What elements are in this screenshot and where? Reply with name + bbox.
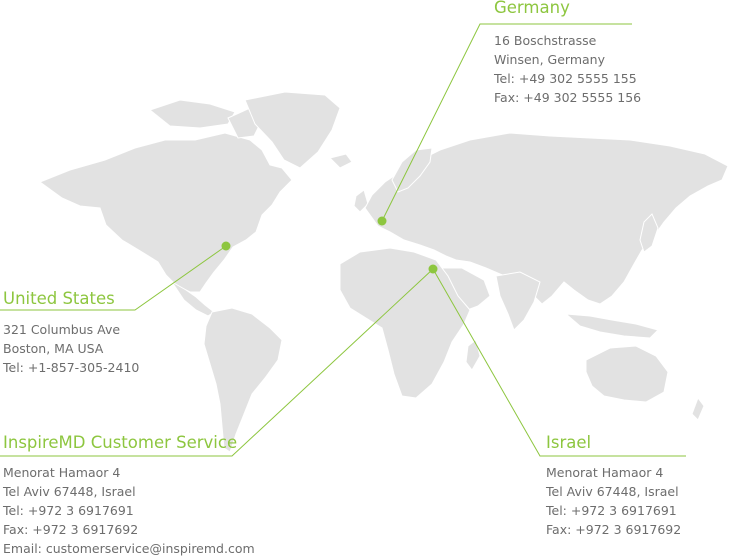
office-united-states: United States 321 Columbus Ave Boston, M… — [3, 289, 139, 377]
leader-line-customer-service — [0, 268, 434, 457]
land-eurasia — [364, 132, 729, 305]
address-line: 321 Columbus Ave — [3, 322, 121, 337]
leader-line-israel — [432, 268, 686, 457]
office-germany: Germany 16 Boschstrasse Winsen, Germany … — [494, 0, 641, 107]
land-new-zealand — [691, 396, 705, 421]
office-customer-service: InspireMD Customer Service Menorat Hamao… — [3, 433, 255, 558]
office-title-customer-service: InspireMD Customer Service — [3, 433, 238, 452]
leader-line-united-states — [0, 245, 227, 311]
land-iceland — [329, 153, 353, 169]
land-arctic-islands — [148, 99, 236, 129]
land-uk — [353, 189, 369, 213]
email-line[interactable]: Email: customerservice@inspiremd.com — [3, 541, 255, 556]
office-address-israel: Menorat Hamaor 4 Tel Aviv 67448, Israel … — [546, 463, 681, 539]
office-title-united-states: United States — [3, 289, 115, 308]
land-masses — [38, 91, 729, 453]
land-madagascar — [465, 339, 481, 371]
fax-line: Fax: +972 3 6917692 — [546, 522, 682, 537]
address-line: Winsen, Germany — [494, 52, 606, 67]
address-line: Tel Aviv 67448, Israel — [3, 484, 136, 499]
land-indonesia — [564, 313, 659, 339]
land-australia — [585, 345, 669, 403]
phone-line: Tel: +49 302 5555 155 — [494, 71, 637, 86]
address-line: Menorat Hamaor 4 — [546, 465, 664, 480]
address-line: 16 Boschstrasse — [494, 33, 597, 48]
phone-line: Tel: +972 3 6917691 — [546, 503, 677, 518]
phone-line: Tel: +1-857-305-2410 — [3, 360, 140, 375]
office-address-germany: 16 Boschstrasse Winsen, Germany Tel: +49… — [494, 31, 641, 107]
office-title-israel: Israel — [546, 433, 592, 452]
office-israel: Israel Menorat Hamaor 4 Tel Aviv 67448, … — [546, 433, 681, 539]
land-japan — [639, 213, 659, 253]
address-line: Boston, MA USA — [3, 341, 104, 356]
address-line: Tel Aviv 67448, Israel — [546, 484, 679, 499]
office-address-customer-service: Menorat Hamaor 4 Tel Aviv 67448, Israel … — [3, 463, 255, 558]
leader-line-germany — [381, 23, 632, 222]
land-north-america — [38, 132, 293, 293]
land-south-america — [203, 307, 283, 453]
land-india — [495, 271, 541, 331]
land-africa — [339, 247, 471, 399]
office-address-united-states: 321 Columbus Ave Boston, MA USA Tel: +1-… — [3, 320, 139, 377]
location-pin-united-states[interactable] — [221, 241, 231, 251]
office-title-germany: Germany — [494, 0, 570, 17]
phone-line: Tel: +972 3 6917691 — [3, 503, 134, 518]
fax-line: Fax: +972 3 6917692 — [3, 522, 139, 537]
address-line: Menorat Hamaor 4 — [3, 465, 121, 480]
location-pin-germany[interactable] — [377, 216, 387, 226]
fax-line: Fax: +49 302 5555 156 — [494, 90, 642, 105]
land-greenland — [244, 91, 341, 169]
location-pin-israel[interactable] — [428, 264, 438, 274]
